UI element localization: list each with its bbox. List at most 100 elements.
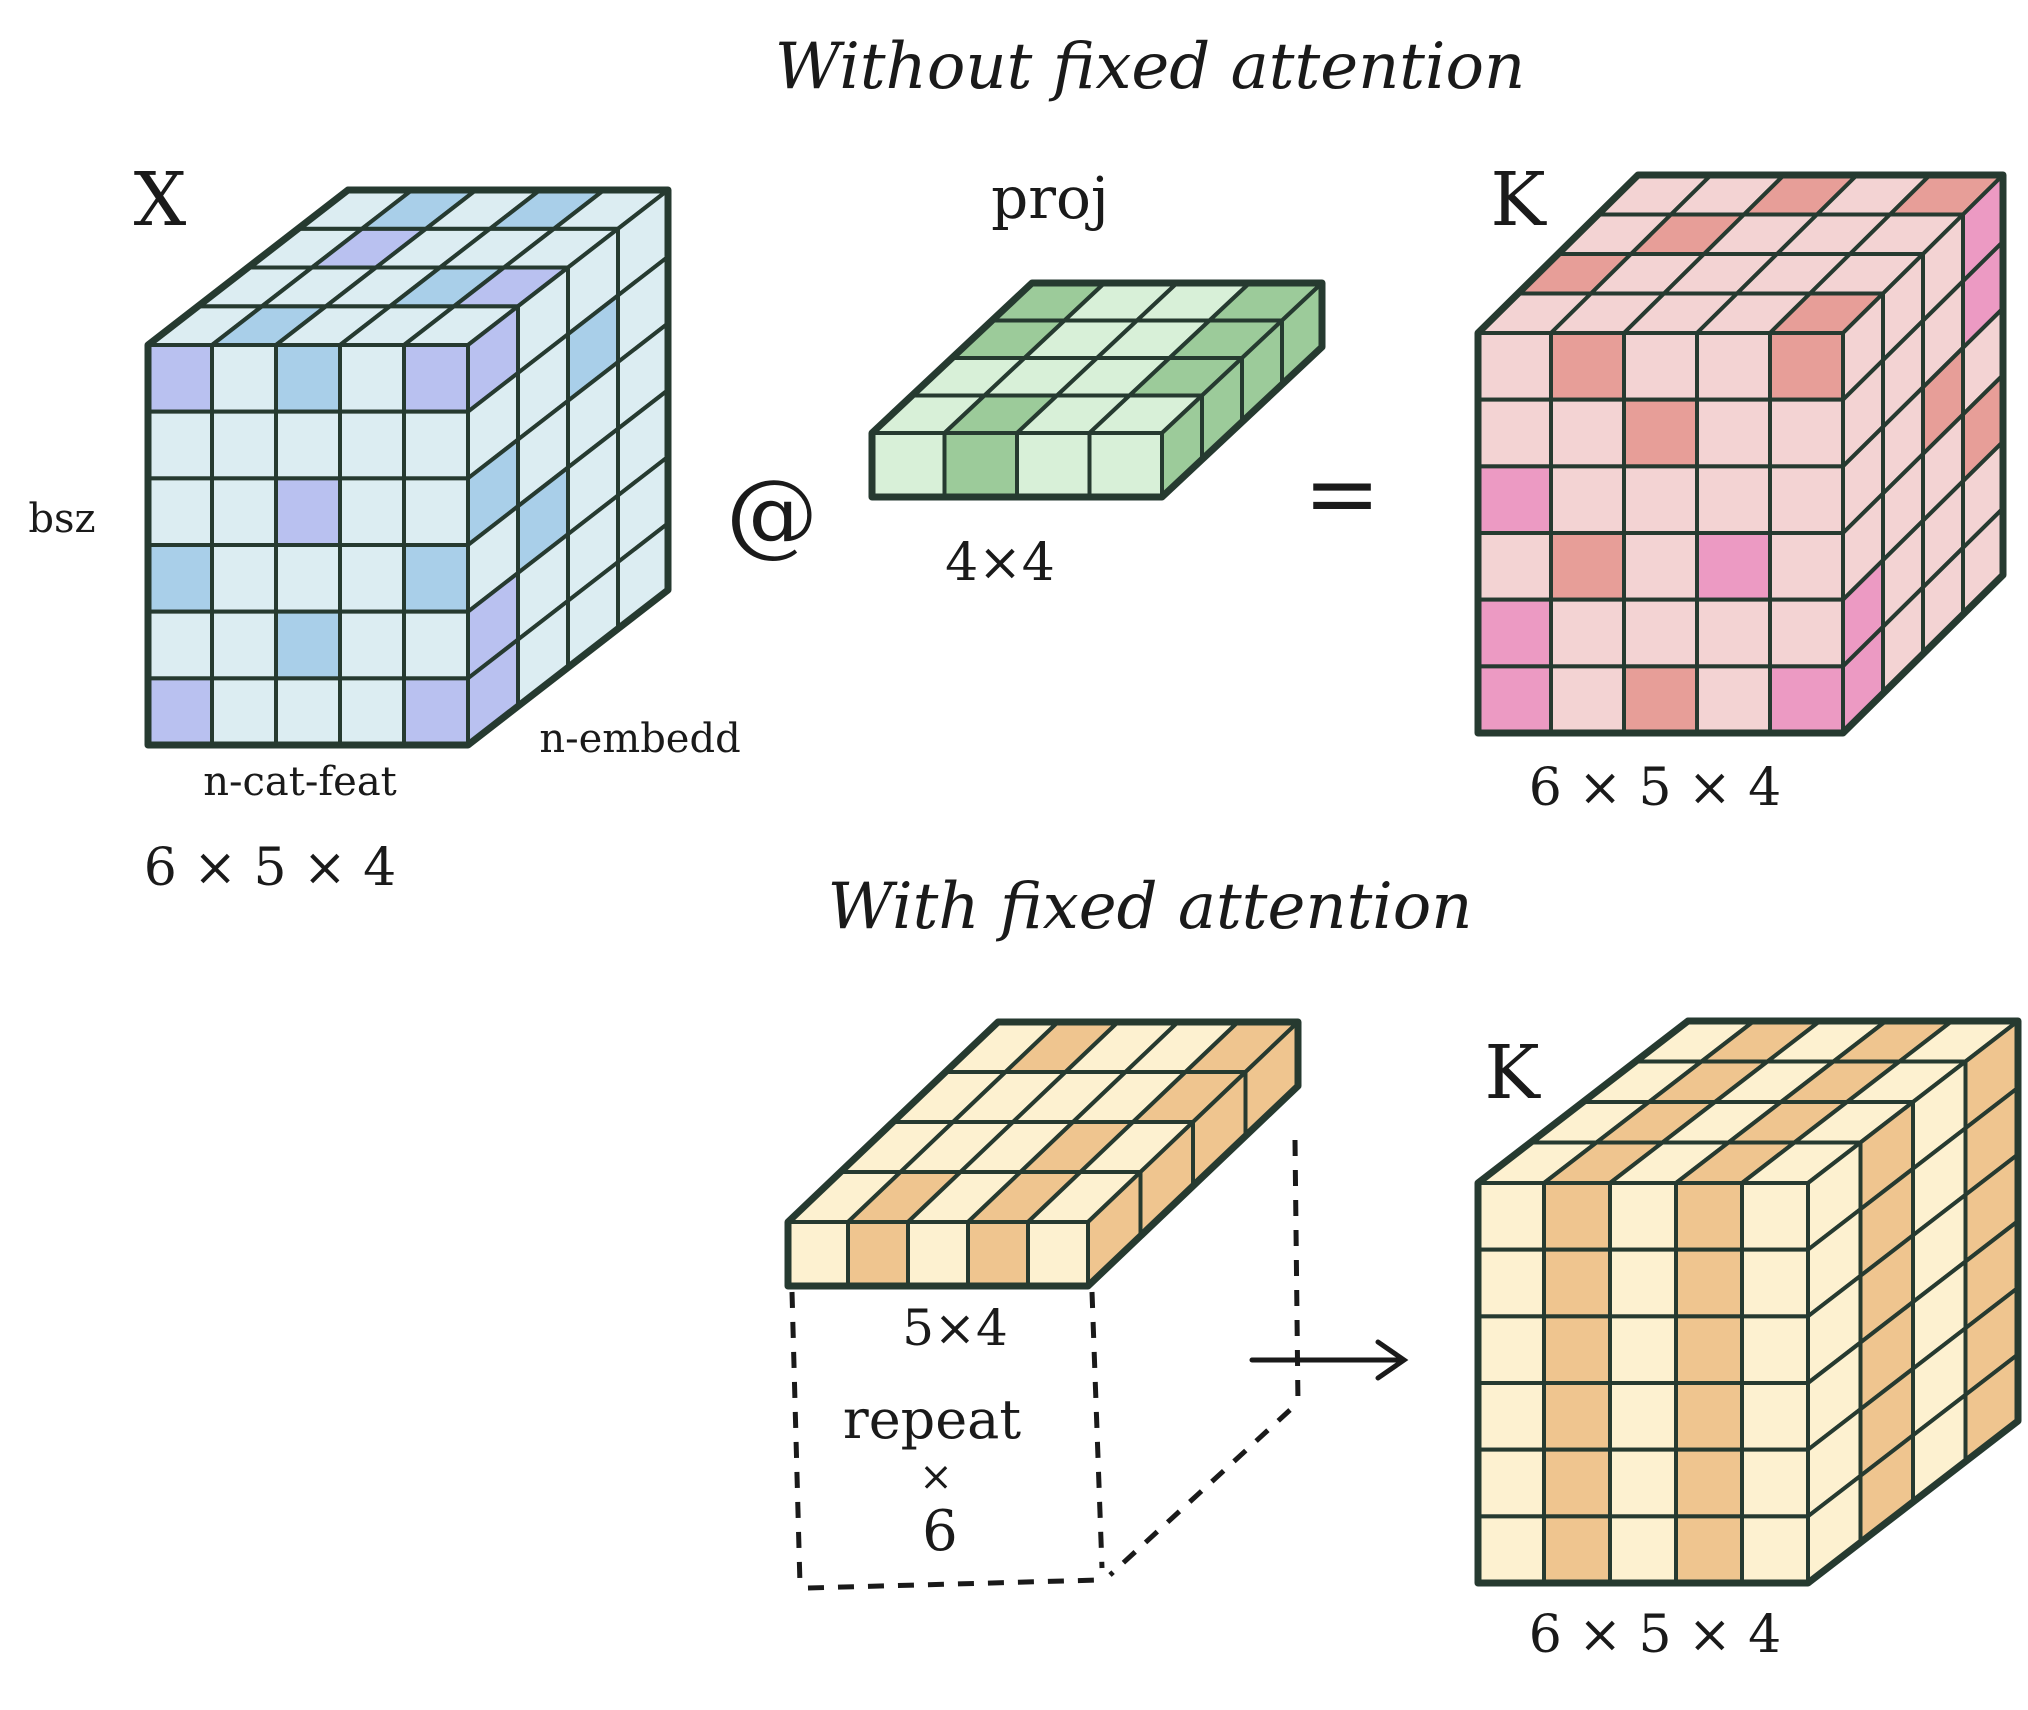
k-front-cell [1622,397,1699,469]
fixed-front-cell [966,1220,1030,1288]
equals-operator: = [1303,440,1380,547]
fixed-front-cell [786,1220,850,1288]
k-front-cell [1549,464,1626,535]
k-front-cell [1476,664,1553,735]
x-tensor-shape: 6 × 5 × 4 [144,838,397,898]
fixed-slab-shape: 5×4 [902,1299,1008,1357]
k-front-cell [1476,597,1553,669]
k-front-cell [1622,464,1699,535]
kf-front-cell [1476,1447,1546,1519]
k-fixed-tensor-name: K [1484,1030,1541,1116]
kf-front-cell [1542,1314,1612,1385]
x-front-cell [402,543,470,614]
proj-front-cell [1015,431,1092,499]
x-front-cell [146,609,214,681]
x-front-cell [338,543,406,614]
x-axis-bsz-label: bsz [28,496,95,542]
proj-front-cell [870,431,947,499]
kf-front-cell [1608,1447,1678,1519]
kf-front-cell [1542,1247,1612,1319]
x-front-cell [210,543,278,614]
k-front-cell [1695,331,1772,402]
proj-outline [868,279,1326,501]
k-front-cell [1622,664,1699,735]
k-front-cell [1549,331,1626,402]
x-axis-n-embedd-label: n-embedd [539,716,740,762]
kf-front-cell [1608,1314,1678,1385]
k-front-cell [1695,464,1772,535]
k-front-cell [1622,597,1699,669]
x-front-cell [210,409,278,481]
x-front-cell [274,543,342,614]
k-front-cell [1476,531,1553,602]
k-tensor-cube [1474,171,2007,737]
k-front-cell [1549,397,1626,469]
x-outline [144,186,672,749]
k-fixed-tensor-shape: 6 × 5 × 4 [1529,1605,1782,1665]
right-arrow-icon [1249,1339,1409,1381]
x-front-cell [402,343,470,414]
fixed-outline [784,1018,1302,1290]
k-front-cell [1768,464,1845,535]
x-front-cell [274,476,342,547]
kf-front-cell [1674,1314,1744,1385]
k-front-cell [1476,464,1553,535]
kf-front-cell [1740,1381,1810,1452]
kf-front-cell [1608,1514,1678,1585]
x-axis-n-cat-feat-label: n-cat-feat [203,759,397,805]
k-outline [1474,171,2007,737]
x-front-cell [146,676,214,747]
kf-front-cell [1542,1447,1612,1519]
x-front-cell [338,343,406,414]
kf-front-cell [1674,1514,1744,1585]
k-fixed-tensor-cube [1474,1017,2022,1587]
k-front-cell [1768,397,1845,469]
kf-front-cell [1740,1247,1810,1319]
x-front-cell [210,609,278,681]
x-front-cell [338,609,406,681]
x-front-cell [274,343,342,414]
k-front-cell [1476,397,1553,469]
x-front-cell [274,409,342,481]
proj-tensor-name: proj [991,164,1109,232]
fixed-attention-slab [784,1018,1302,1290]
kf-front-cell [1740,1514,1810,1585]
x-front-cell [274,609,342,681]
x-front-cell [338,676,406,747]
kf-front-cell [1674,1447,1744,1519]
k-front-cell [1695,531,1772,602]
k-tensor-shape: 6 × 5 × 4 [1529,758,1782,818]
k-front-cell [1695,664,1772,735]
x-tensor-cube [144,186,672,749]
kf-front-cell [1740,1181,1810,1252]
kf-front-cell [1542,1181,1612,1252]
kf-front-cell [1674,1181,1744,1252]
title-with-fixed-attention: With fixed attention [828,870,1473,944]
kf-front-cell [1542,1514,1612,1585]
repeat-count: 6 [922,1499,958,1564]
kf-front-cell [1476,1314,1546,1385]
k-front-cell [1695,397,1772,469]
kf-outline [1474,1017,2022,1587]
x-front-cell [146,343,214,414]
x-front-cell [402,476,470,547]
x-front-cell [402,409,470,481]
k-front-cell [1549,531,1626,602]
k-front-cell [1695,597,1772,669]
kf-front-cell [1740,1314,1810,1385]
x-front-cell [210,676,278,747]
x-front-cell [402,609,470,681]
x-front-cell [146,543,214,614]
kf-front-cell [1608,1181,1678,1252]
repeat-times-symbol: × [919,1454,953,1500]
k-front-cell [1768,331,1845,402]
fixed-front-cell [906,1220,970,1288]
proj-front-cell [1087,431,1164,499]
proj-tensor-shape: 4×4 [945,533,1055,593]
k-front-cell [1549,597,1626,669]
x-front-cell [146,409,214,481]
kf-front-cell [1476,1247,1546,1319]
k-front-cell [1768,664,1845,735]
proj-tensor-slab [868,279,1326,501]
